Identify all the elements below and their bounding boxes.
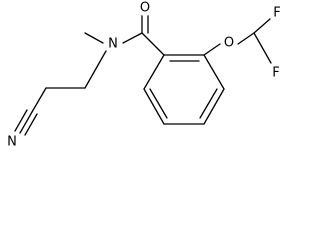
atom-ether-oxygen: O	[221, 35, 237, 51]
atom-label-carbonyl-o: O	[140, 1, 150, 16]
atom-label-f-lower: F	[272, 66, 279, 81]
bond-ring-5-6	[143, 88, 165, 125]
atom-fluorine-lower: F	[268, 65, 284, 81]
bond-ring-inner-b	[199, 88, 218, 119]
bond-ring-ether-o	[203, 43, 221, 56]
bond-n-methyl	[84, 32, 104, 44]
bond-ch2-nitrile-c	[31, 87, 47, 113]
atom-carbonyl-oxygen: O	[137, 0, 153, 16]
bond-nitrile-triple-c	[24, 113, 38, 136]
atom-label-amide-n: N	[108, 37, 118, 52]
atom-label-f-upper: F	[273, 6, 280, 21]
chemical-structure: O N O F F N	[4, 0, 285, 150]
atom-fluorine-upper: F	[269, 5, 285, 21]
bond-c-f-upper	[253, 18, 271, 34]
bond-nitrile-triple-a	[19, 111, 33, 134]
bond-layer	[14, 12, 272, 136]
bond-n-ch2	[84, 50, 107, 89]
bond-ether-o-chf2	[237, 32, 255, 45]
bond-carbonyl-ring	[141, 32, 165, 56]
atom-label-layer: O N O F F N	[4, 0, 285, 150]
bond-ring-3-4	[203, 88, 225, 125]
atom-nitrile-nitrogen: N	[4, 134, 20, 150]
bond-n-carbonyl	[122, 32, 143, 44]
bond-ring-2-3	[203, 54, 225, 90]
atom-label-ether-o: O	[224, 36, 234, 51]
bond-nitrile-triple-b	[14, 109, 28, 132]
atom-label-nitrile-n: N	[7, 135, 17, 150]
atom-amide-nitrogen: N	[104, 35, 122, 53]
bond-ring-6-1	[143, 54, 165, 90]
bond-ring-inner-c	[149, 88, 168, 119]
bond-c-f-lower	[253, 32, 272, 64]
